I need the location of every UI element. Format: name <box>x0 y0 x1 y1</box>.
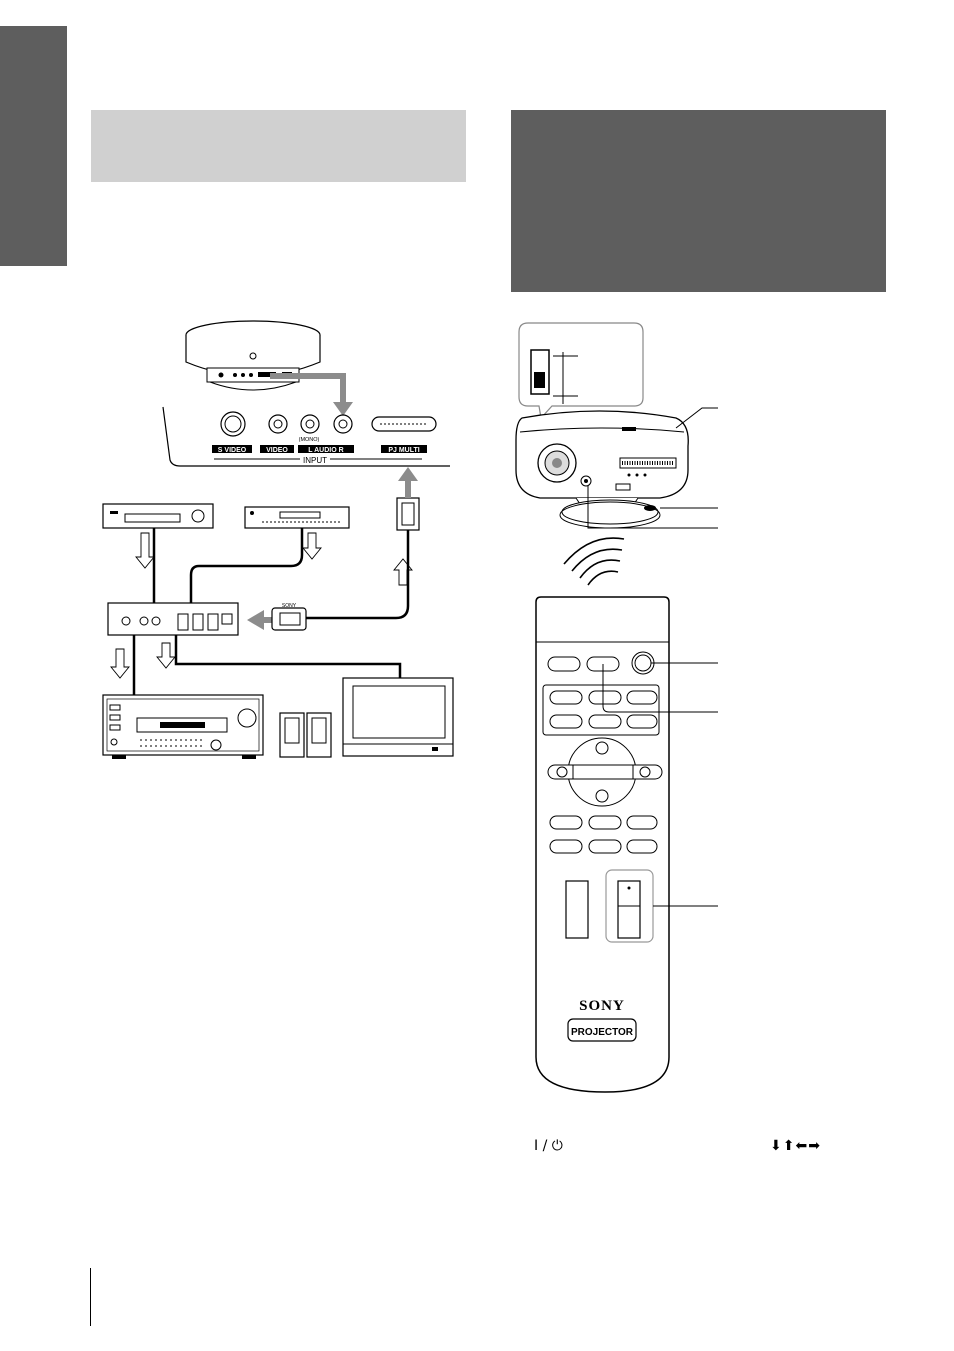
s-video-label: S VIDEO <box>218 447 247 454</box>
input-label: INPUT <box>303 456 327 465</box>
projector-remote-figure: SONY PROJECTOR <box>515 322 718 1093</box>
vcr <box>102 503 214 529</box>
switch-box <box>107 602 239 636</box>
remote-model-badge: PROJECTOR <box>571 1027 634 1038</box>
video-label: VIDEO <box>266 447 288 454</box>
projector-small <box>185 320 321 391</box>
multi-connector <box>396 467 420 531</box>
jacks <box>220 411 437 437</box>
av-receiver <box>102 694 264 759</box>
cable-brand: SONY <box>282 603 297 609</box>
projector-large <box>515 410 689 529</box>
section-heading-box-right <box>511 110 886 292</box>
section-heading-box-left <box>91 110 466 182</box>
chapter-tab <box>0 26 67 266</box>
connection-diagram: S VIDEO VIDEO (MONO) L AUDIO R PJ MULTI … <box>102 320 454 759</box>
remote-brand: SONY <box>579 998 625 1014</box>
sony-cable-plug: SONY <box>271 603 307 631</box>
tv <box>342 677 454 757</box>
pj-multi-label: PJ MULTI <box>388 447 419 454</box>
remote-control: SONY PROJECTOR <box>535 596 670 1093</box>
audio-label: L AUDIO R <box>308 447 343 454</box>
dvd-player <box>244 506 350 529</box>
mono-label: (MONO) <box>299 437 320 443</box>
arrow-symbols: ⬇⬆⬅➡ <box>770 1138 821 1154</box>
speakers <box>279 712 332 758</box>
power-symbols: I / ⏻ <box>534 1138 563 1154</box>
footer-rule <box>90 1268 91 1326</box>
